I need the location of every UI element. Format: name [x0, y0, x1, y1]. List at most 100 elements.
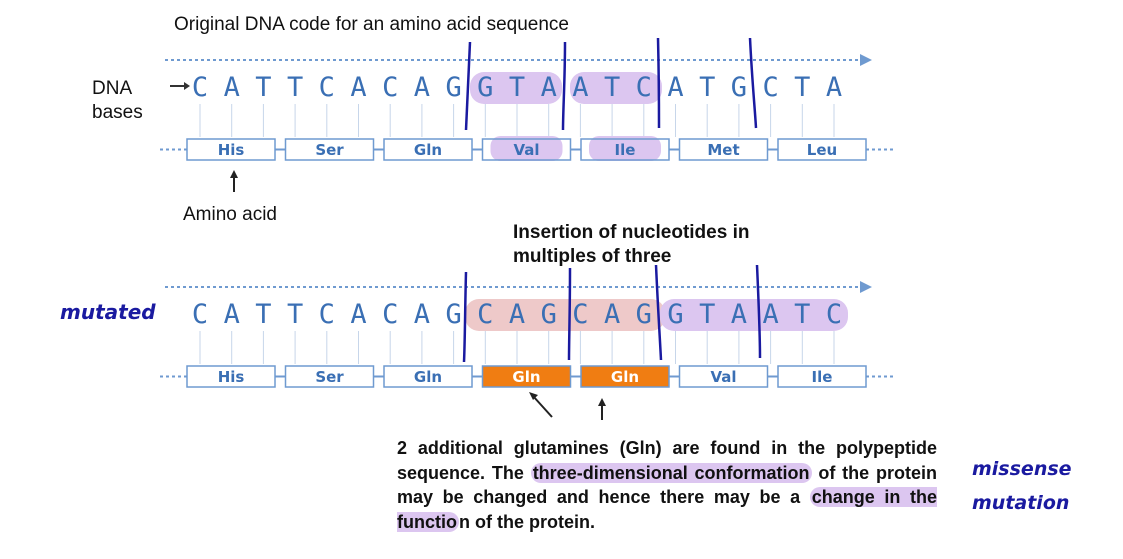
original-amino-acid-box-3 [481, 138, 572, 161]
original-amino-acid-box-2 [383, 138, 473, 161]
pen-mark [567, 267, 572, 361]
dna-bases-label: DNA bases [92, 78, 143, 123]
mutated-amino-acid-box-5 [678, 365, 769, 388]
mutated-amino-acid-3: Gln [512, 368, 540, 386]
mutated-base-16: T [699, 299, 715, 330]
amino-acid-highlight [490, 136, 563, 161]
mutated-amino-acid-box-1 [284, 365, 375, 388]
original-base-17: G [731, 72, 747, 103]
strand-arrow-head [860, 54, 872, 66]
original-base-6: C [382, 72, 398, 103]
original-base-1: A [224, 72, 240, 103]
original-base-2: T [255, 72, 271, 103]
strand-arrow-head [860, 281, 872, 293]
codon-highlight-1 [470, 72, 562, 104]
mutated-base-4: C [319, 299, 335, 330]
mutated-base-0: C [192, 299, 208, 330]
original-base-12: A [572, 72, 588, 103]
pen-mark [748, 37, 758, 129]
mutated-base-3: T [287, 299, 303, 330]
paragraph-text: n of the protein. [459, 511, 595, 532]
mutated-base-8: G [445, 299, 461, 330]
mutated-base-5: A [350, 299, 366, 330]
inserted-arrow-head [598, 398, 606, 406]
mutated-base-20: C [826, 299, 842, 330]
mutated-amino-acid-2: Gln [414, 368, 442, 386]
original-base-18: C [762, 72, 778, 103]
codon-highlight-2 [570, 72, 662, 104]
mutated-amino-acid-box-4 [580, 365, 670, 388]
original-amino-acid-3: Val [513, 141, 539, 159]
original-base-10: T [509, 72, 525, 103]
original-amino-acid-5: Met [707, 141, 739, 159]
original-base-8: G [445, 72, 461, 103]
paragraph-text: 2 additional glutamines (Gln) are found … [397, 438, 937, 483]
pen-mark [462, 271, 468, 363]
mutated-base-2: T [255, 299, 271, 330]
original-base-4: C [319, 72, 335, 103]
mutated-base-12: C [572, 299, 588, 330]
dna-pointer-head [184, 82, 190, 90]
original-base-9: G [477, 72, 493, 103]
mutated-base-11: G [541, 299, 557, 330]
mutated-base-6: C [382, 299, 398, 330]
mutated-amino-acid-0: His [218, 368, 245, 386]
mutated-base-1: A [224, 299, 240, 330]
original-base-11: A [541, 72, 557, 103]
original-amino-acid-6: Leu [807, 141, 837, 159]
mutated-base-10: A [509, 299, 525, 330]
shifted-codon-highlight [660, 299, 848, 331]
missense-note: missense mutation [972, 458, 1072, 514]
mutated-base-18: A [762, 299, 778, 330]
original-base-16: T [699, 72, 715, 103]
original-base-19: T [794, 72, 810, 103]
original-amino-acid-0: His [218, 141, 245, 159]
mutated-amino-acid-5: Val [710, 368, 736, 386]
original-amino-acid-box-0 [186, 138, 276, 161]
original-amino-acid-box-4 [580, 138, 670, 161]
pen-mark [561, 41, 567, 131]
original-base-14: C [636, 72, 652, 103]
mutated-base-13: A [604, 299, 620, 330]
original-amino-acid-box-6 [777, 138, 867, 161]
original-base-5: A [350, 72, 366, 103]
amino-acid-arrow-head [230, 170, 238, 178]
pen-mark [656, 37, 661, 129]
original-base-20: A [826, 72, 842, 103]
insertion-caption: Insertion of nucleotides in multiples of… [513, 222, 750, 267]
amino-acid-highlight [589, 136, 661, 161]
pen-mark [464, 41, 472, 131]
original-amino-acid-4: Ile [615, 141, 636, 159]
mutated-amino-acid-1: Ser [315, 368, 344, 386]
mutated-base-15: G [667, 299, 683, 330]
original-amino-acid-box-5 [678, 138, 769, 161]
original-base-7: A [414, 72, 430, 103]
inserted-arrow-line [532, 395, 553, 418]
highlight-conformation: three-dimensional conformation [530, 462, 812, 483]
paragraph-text: of the protein may be changed and hence … [397, 462, 937, 508]
pen-mark [654, 264, 663, 361]
mutated-note: mutated [60, 300, 156, 324]
pen-mark [755, 264, 762, 359]
mutated-amino-acid-box-0 [186, 365, 276, 388]
inserted-arrow-head [529, 392, 538, 400]
original-amino-acid-2: Gln [414, 141, 442, 159]
mutated-amino-acid-box-3 [481, 365, 572, 388]
mutated-amino-acid-box-2 [383, 365, 473, 388]
mutated-amino-acid-box-6 [777, 365, 867, 388]
mutated-base-7: A [414, 299, 430, 330]
original-base-0: C [192, 72, 208, 103]
original-base-15: A [667, 72, 683, 103]
original-amino-acid-box-1 [284, 138, 375, 161]
mutated-base-14: G [636, 299, 652, 330]
amino-acid-label: Amino acid [183, 204, 277, 225]
explanation-paragraph: 2 additional glutamines (Gln) are found … [397, 436, 938, 534]
original-base-13: T [604, 72, 620, 103]
original-amino-acid-1: Ser [315, 141, 344, 159]
mutated-amino-acid-4: Gln [611, 368, 639, 386]
mutated-base-9: C [477, 299, 493, 330]
diagram-title: Original DNA code for an amino acid sequ… [174, 14, 570, 35]
